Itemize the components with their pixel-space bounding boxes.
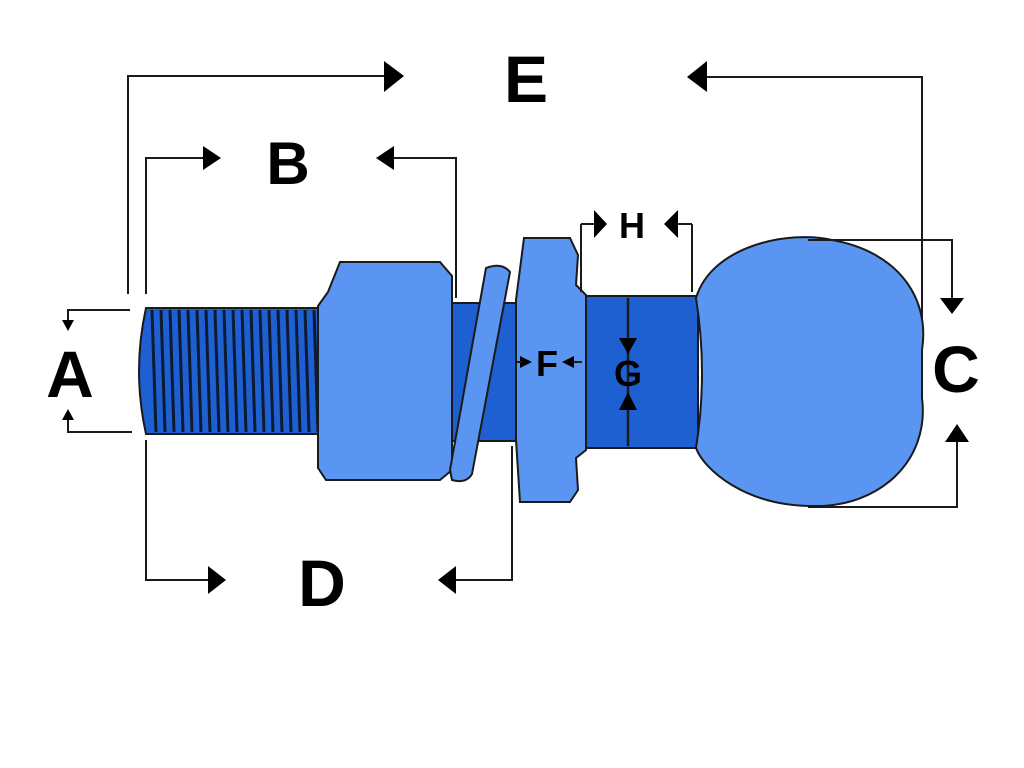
thread-line bbox=[276, 309, 284, 433]
ball-stud-part bbox=[138, 236, 925, 508]
thread-line bbox=[285, 309, 293, 433]
thread-line bbox=[195, 309, 203, 433]
thread-line bbox=[231, 309, 239, 433]
dimension-h-right-arrow bbox=[664, 210, 678, 238]
hex-nut bbox=[317, 261, 453, 481]
dimension-d-left-line bbox=[145, 440, 208, 581]
label-a: A bbox=[46, 337, 94, 411]
thread-line bbox=[267, 309, 275, 433]
dimension-b-left-line bbox=[145, 157, 204, 294]
thread-line bbox=[204, 309, 212, 433]
thread-line bbox=[249, 309, 257, 433]
dimension-b-right-arrow bbox=[376, 146, 394, 170]
label-d: D bbox=[298, 546, 346, 620]
label-c: C bbox=[932, 332, 980, 406]
dimension-c-top-line bbox=[808, 239, 953, 300]
dimension-a-bottom-arrow bbox=[62, 409, 74, 420]
dimension-d-right-arrow bbox=[438, 566, 456, 594]
thread-line bbox=[168, 309, 176, 433]
dimension-a-top-arrow bbox=[62, 320, 74, 331]
thread-line bbox=[159, 309, 167, 433]
thread-line bbox=[213, 309, 221, 433]
dimension-a-top-line bbox=[67, 309, 130, 320]
thread-line bbox=[303, 309, 311, 433]
dimension-g-bottom-arrow bbox=[619, 392, 637, 410]
dimension-e-left-arrow bbox=[384, 61, 404, 92]
ball-head bbox=[694, 236, 925, 508]
dimension-a-bottom-line bbox=[67, 420, 132, 433]
threaded-shank bbox=[138, 307, 323, 435]
thread-line bbox=[186, 309, 194, 433]
thread-line bbox=[240, 309, 248, 433]
dimension-c-bottom-line bbox=[808, 440, 958, 508]
dimension-d-right-line bbox=[456, 446, 513, 581]
dimension-d-left-arrow bbox=[208, 566, 226, 594]
thread-line bbox=[294, 309, 302, 433]
thread-lines bbox=[150, 309, 320, 433]
dimension-g-top-arrow bbox=[619, 338, 637, 354]
dimension-b-right-line bbox=[394, 157, 457, 298]
dimension-h-left-arrow bbox=[594, 210, 607, 238]
dimension-e-left-line bbox=[127, 75, 386, 294]
dimension-f-left-arrow bbox=[520, 356, 532, 368]
label-e: E bbox=[504, 42, 548, 116]
label-b: B bbox=[266, 130, 309, 197]
dimension-lines bbox=[62, 61, 969, 594]
thread-line bbox=[177, 309, 185, 433]
dimension-f-right-arrow bbox=[562, 356, 574, 368]
label-h: H bbox=[619, 205, 645, 246]
thread-line bbox=[150, 309, 158, 433]
dimension-c-bottom-arrow bbox=[945, 424, 969, 442]
flange-collar bbox=[515, 237, 587, 503]
label-g: G bbox=[614, 353, 642, 394]
dimension-c-top-arrow bbox=[940, 298, 964, 314]
lock-washer bbox=[448, 264, 512, 483]
dimension-labels: E B H A C F G D bbox=[46, 42, 980, 620]
dimension-b-left-arrow bbox=[203, 146, 221, 170]
thread-line bbox=[222, 309, 230, 433]
dimension-e-right-arrow bbox=[687, 61, 707, 92]
ball-neck bbox=[585, 295, 699, 449]
thread-line bbox=[258, 309, 266, 433]
label-f: F bbox=[536, 343, 558, 384]
